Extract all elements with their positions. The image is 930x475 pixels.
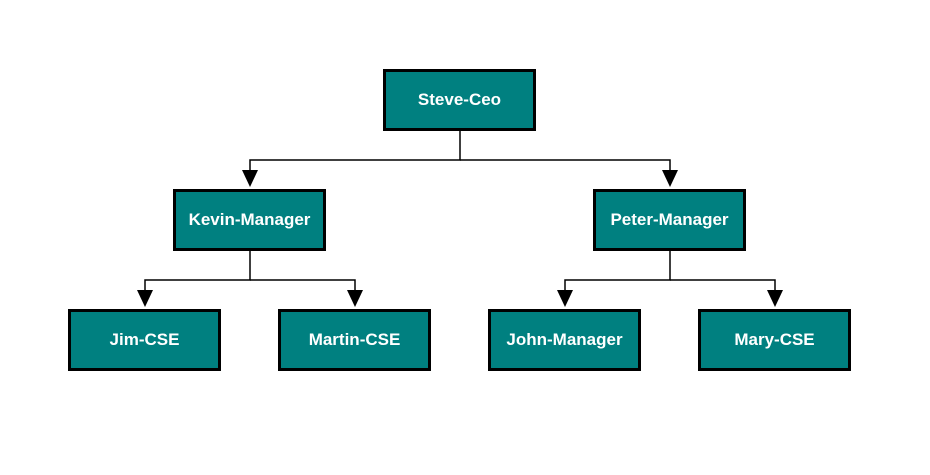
node-peter-manager[interactable]: Peter-Manager [593, 189, 746, 251]
arrowhead-john [557, 290, 573, 307]
arrowhead-martin [347, 290, 363, 307]
node-label: Peter-Manager [610, 210, 729, 229]
node-label: Mary-CSE [734, 330, 815, 349]
node-label: Jim-CSE [109, 330, 180, 349]
node-steve-ceo[interactable]: Steve-Ceo [383, 69, 536, 131]
connector-kevin-jim [144, 251, 251, 292]
node-label: Steve-Ceo [417, 90, 502, 109]
node-jim-cse[interactable]: Jim-CSE [68, 309, 221, 371]
node-mary-cse[interactable]: Mary-CSE [698, 309, 851, 371]
arrowhead-peter [662, 170, 678, 187]
connector-peter-mary [670, 279, 776, 292]
node-label: John-Manager [506, 330, 623, 349]
node-label: Kevin-Manager [188, 210, 311, 229]
node-kevin-manager[interactable]: Kevin-Manager [173, 189, 326, 251]
node-label: Martin-CSE [308, 330, 401, 349]
arrowhead-mary [767, 290, 783, 307]
node-martin-cse[interactable]: Martin-CSE [278, 309, 431, 371]
connector-peter-john [564, 251, 671, 292]
connector-kevin-martin [250, 279, 356, 292]
connector-ceo-peter [460, 159, 671, 172]
node-john-manager[interactable]: John-Manager [488, 309, 641, 371]
connector-ceo-kevin [249, 131, 461, 172]
arrowhead-jim [137, 290, 153, 307]
arrowhead-kevin [242, 170, 258, 187]
